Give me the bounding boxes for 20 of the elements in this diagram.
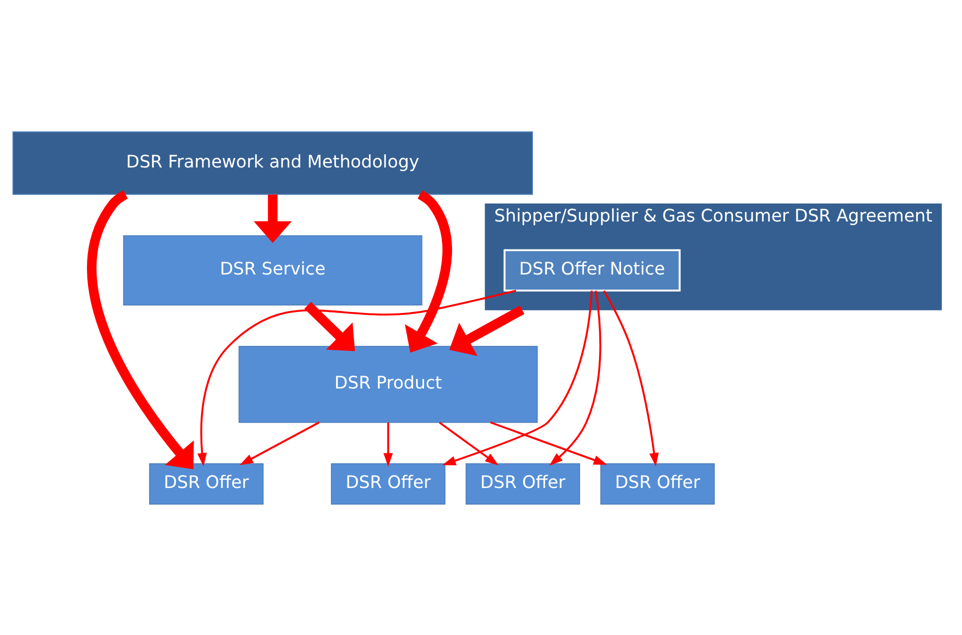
node-box: DSR Offer Notice	[504, 248, 681, 292]
arrow	[449, 305, 524, 356]
arrow	[603, 290, 659, 466]
node-box: DSR Product	[238, 345, 538, 422]
arrow	[383, 422, 393, 466]
arrow	[549, 290, 602, 466]
node-box: DSR Framework and Methodology	[12, 130, 533, 194]
node-box: DSR Offer	[466, 462, 580, 504]
arrow	[304, 301, 355, 351]
node-box: DSR Service	[123, 234, 422, 305]
arrow	[490, 421, 608, 464]
arrow	[197, 289, 516, 466]
arrow	[254, 194, 292, 242]
arrow	[87, 190, 194, 469]
arrow	[438, 421, 499, 465]
arrow	[240, 421, 320, 465]
node-box: DSR Offer	[600, 462, 715, 504]
node-box: DSR Offer	[149, 462, 264, 504]
node-box: DSR Offer	[330, 462, 446, 504]
arrow	[442, 290, 593, 465]
